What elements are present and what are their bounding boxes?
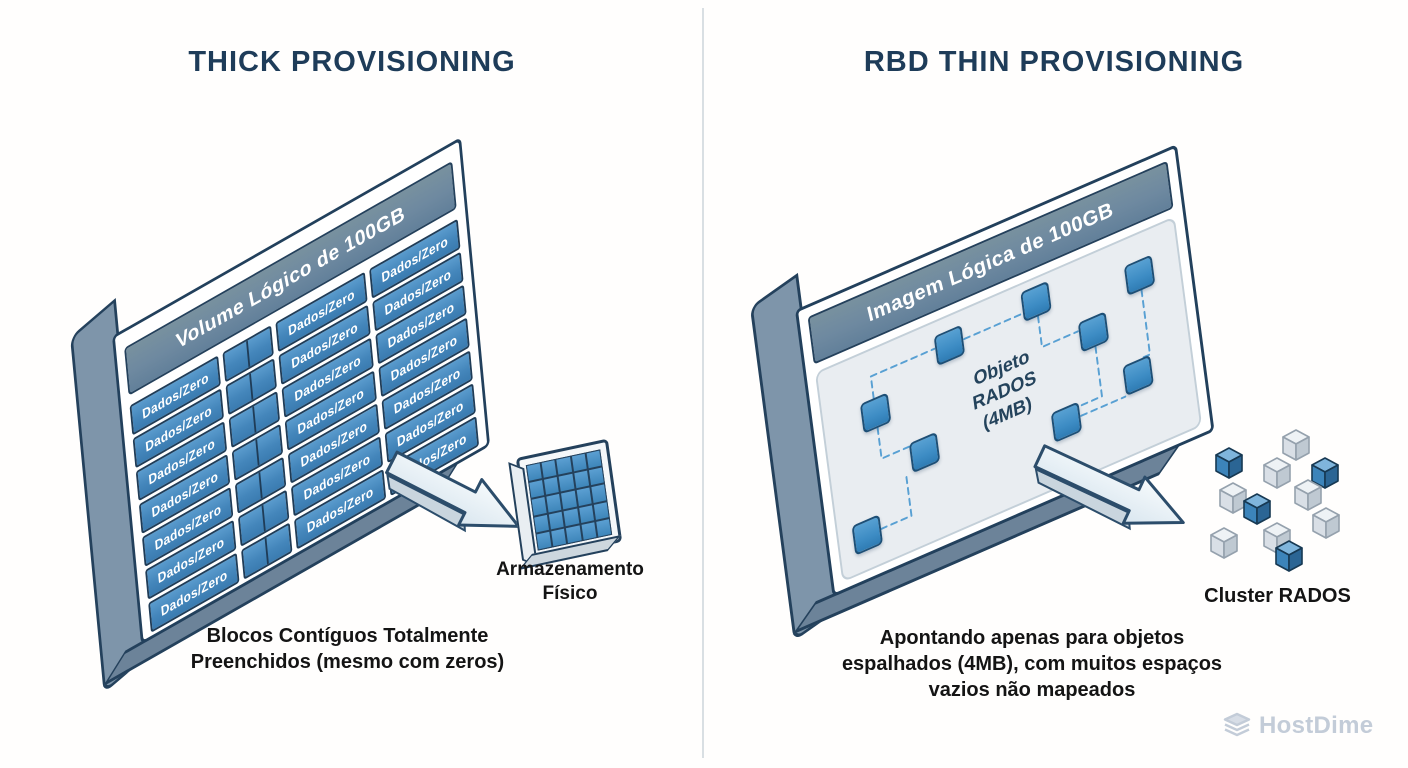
thin-provisioning-title: RBD THIN PROVISIONING	[863, 46, 1245, 78]
storage-cell	[573, 470, 589, 489]
storage-cell	[593, 501, 609, 520]
thick-caption: Blocos Contíguos Totalmente Preenchidos …	[75, 623, 620, 675]
cluster-cube-blue	[1243, 493, 1271, 525]
physical-storage-icon	[515, 438, 623, 562]
caption-line: Apontando apenas para objetos	[879, 627, 1185, 649]
cluster-cube-gray	[1263, 522, 1291, 554]
hostdime-logo-text: HostDime	[1259, 712, 1374, 739]
slab-front-face: Imagem Lógica de 100GB	[795, 144, 1215, 598]
storage-cell	[556, 456, 572, 475]
sparse-interior: Objeto RADOS (4MB)	[814, 216, 1203, 583]
storage-cell	[571, 453, 587, 472]
storage-cell	[541, 460, 557, 478]
storage-cell	[581, 522, 597, 540]
storage-cell	[586, 450, 602, 469]
caption-line: Preenchidos (mesmo com zeros)	[190, 651, 505, 673]
cluster-cube-blue	[1275, 540, 1303, 572]
storage-cell	[549, 511, 565, 530]
storage-cell	[559, 473, 575, 492]
cluster-cube-blue	[1215, 447, 1243, 479]
storage-cell	[563, 508, 579, 526]
storage-cell	[566, 525, 582, 544]
split-block-cell	[243, 537, 270, 577]
cluster-cube-gray	[1282, 429, 1310, 461]
storage-cell	[576, 487, 592, 506]
hostdime-stack-icon	[1223, 712, 1251, 737]
storage-cell	[544, 477, 560, 495]
physical-storage-label: Armazenamento Físico	[470, 558, 670, 606]
cluster-cube-gray	[1294, 479, 1322, 511]
caption-line: Blocos Contíguos Totalmente	[206, 625, 489, 647]
storage-cell	[534, 514, 550, 533]
thick-provisioning-title: THICK PROVISIONING	[188, 46, 516, 78]
dashed-connectors	[869, 289, 1152, 531]
storage-cell	[551, 528, 567, 547]
cluster-cube-gray	[1312, 507, 1340, 539]
storage-cell	[578, 504, 594, 523]
cluster-cube-gray	[1263, 457, 1291, 489]
storage-cell	[591, 484, 607, 503]
storage-label-line: Físico	[542, 583, 598, 604]
storage-cell	[596, 518, 612, 537]
storage-cell	[531, 497, 547, 516]
rados-cluster-icon	[1195, 412, 1355, 577]
hostdime-logo: HostDime	[1222, 711, 1373, 741]
thin-image-panel: Imagem Lógica de 100GB	[749, 144, 1215, 642]
storage-cell	[529, 480, 545, 499]
storage-cell	[526, 463, 542, 482]
rados-cluster-label: Cluster RADOS	[1204, 585, 1351, 607]
storage-grid	[525, 449, 613, 551]
vertical-divider	[702, 8, 704, 758]
thick-flow-arrow	[385, 450, 521, 533]
storage-cell	[588, 467, 604, 486]
caption-line: vazios não mapeados	[928, 679, 1136, 701]
caption-line: espalhados (4MB), com muitos espaços	[841, 653, 1223, 675]
thin-flow-arrow	[1033, 444, 1185, 531]
cluster-cube-gray	[1219, 482, 1247, 514]
storage-cell	[561, 491, 577, 509]
storage-cell	[536, 531, 552, 550]
storage-label-line: Armazenamento	[496, 559, 644, 580]
thin-caption: Apontando apenas para objetos espalhados…	[762, 625, 1302, 703]
cluster-cube-blue	[1311, 457, 1339, 489]
storage-cell	[546, 494, 562, 513]
cluster-cube-gray	[1210, 527, 1238, 559]
split-block-cell	[267, 525, 291, 563]
